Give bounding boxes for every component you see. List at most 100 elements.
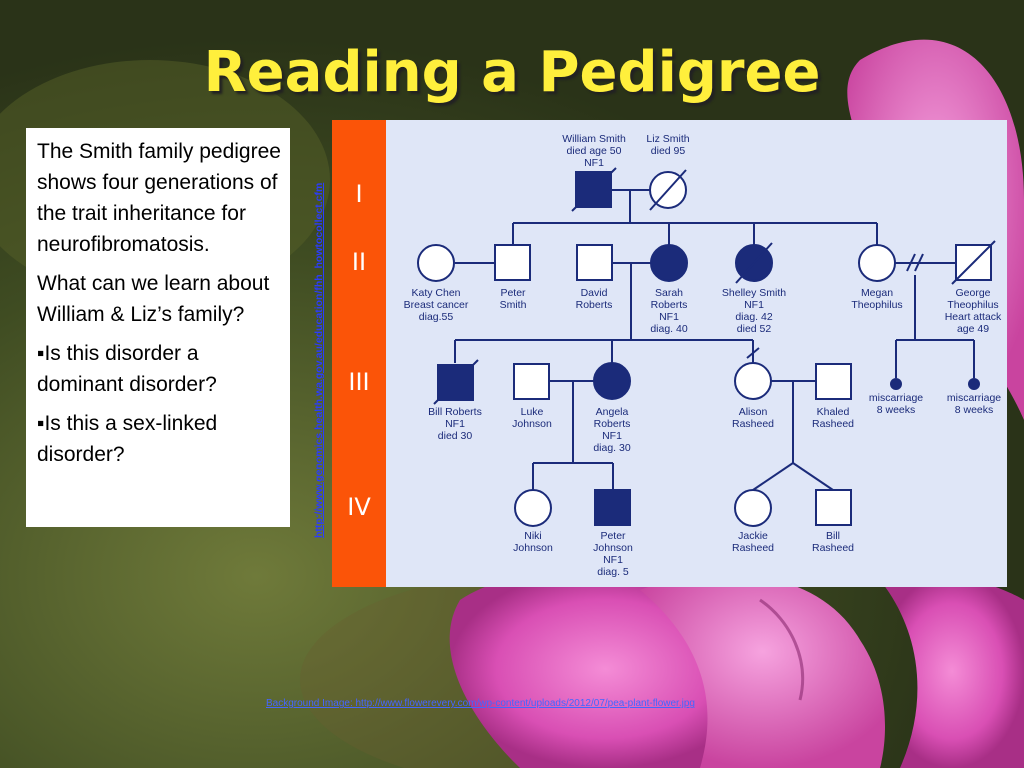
label-sarah-line-3: NF1 (659, 311, 679, 323)
label-shelley-line-3: diag. 42 (735, 311, 773, 323)
label-bill-roberts-line-2: NF1 (445, 418, 465, 430)
label-george-line-3: Heart attack (945, 311, 1002, 323)
label-angela-line-2: Roberts (594, 418, 631, 430)
label-miscarriage-2-line-1: miscarriage (947, 392, 1001, 404)
label-peter-smith-line-1: Peter (500, 287, 526, 299)
peter-smith-male (494, 244, 531, 281)
label-alison-line-1: Alison (739, 406, 768, 418)
label-alison-line-2: Rasheed (732, 418, 774, 430)
source-link-vertical[interactable]: http://www.genomics.health.wa.gov.au/edu… (313, 182, 325, 538)
label-peter-johnson-line-4: diag. 5 (597, 566, 629, 578)
label-miscarriage-2-line-2: 8 weeks (955, 404, 994, 416)
label-peter-smith-line-2: Smith (500, 299, 527, 311)
label-william-line-1: William Smith (562, 133, 626, 145)
label-niki-line-1: Niki (524, 530, 542, 542)
label-katy-line-2: Breast cancer (404, 299, 469, 311)
sarah-roberts-affected-female (650, 244, 688, 282)
label-william-line-3: NF1 (584, 157, 604, 169)
label-peter-johnson-line-3: NF1 (603, 554, 623, 566)
label-george-line-2: Theophilus (947, 299, 998, 311)
niki-johnson-female (514, 489, 552, 527)
label-khaled-line-1: Khaled (817, 406, 850, 418)
peter-johnson-affected-male (594, 489, 631, 526)
label-liz-line-2: died 95 (651, 145, 686, 157)
miscarriage-1-symbol (890, 378, 902, 390)
label-jackie-line-1: Jackie (738, 530, 768, 542)
generation-label-2: II (352, 248, 366, 276)
label-george-line-4: age 49 (957, 323, 989, 335)
label-luke-line-2: Johnson (512, 418, 552, 430)
label-khaled-line-2: Rasheed (812, 418, 854, 430)
katy-chen-female (417, 244, 455, 282)
bill-rasheed-male (815, 489, 852, 526)
label-sarah-line-4: diag. 40 (650, 323, 688, 335)
label-jackie-line-2: Rasheed (732, 542, 774, 554)
intro-paragraph: The Smith family pedigree shows four gen… (37, 140, 281, 256)
david-roberts-male (576, 244, 613, 281)
generation-label-3: III (348, 368, 369, 396)
label-bill-rasheed-line-2: Rasheed (812, 542, 854, 554)
label-bill-rasheed-line-1: Bill (826, 530, 840, 542)
label-katy-line-1: Katy Chen (411, 287, 460, 299)
megan-theophilus-female (858, 244, 896, 282)
label-angela-line-4: diag. 30 (593, 442, 631, 454)
label-luke-line-1: Luke (521, 406, 544, 418)
pedigree-diagram: I II III IV (332, 120, 1007, 587)
label-peter-johnson-line-1: Peter (600, 530, 626, 542)
question-paragraph: What can we learn about William & Liz’s … (37, 272, 270, 326)
alison-rasheed-female (734, 362, 772, 400)
label-angela-line-1: Angela (596, 406, 629, 418)
label-megan-line-2: Theophilus (851, 299, 902, 311)
label-miscarriage-1-line-1: miscarriage (869, 392, 923, 404)
label-david-line-2: Roberts (576, 299, 613, 311)
angela-roberts-affected-female (593, 362, 631, 400)
label-katy-line-3: diag.55 (419, 311, 454, 323)
question-text-box: The Smith family pedigree shows four gen… (26, 128, 290, 527)
label-liz-line-1: Liz Smith (646, 133, 689, 145)
label-niki-line-2: Johnson (513, 542, 553, 554)
relationship-lines (454, 189, 975, 491)
jackie-rasheed-female (734, 489, 772, 527)
label-sarah-line-2: Roberts (651, 299, 688, 311)
bullet-dominant: ▪Is this disorder a dominant disorder? (37, 342, 217, 396)
label-david-line-1: David (581, 287, 608, 299)
label-shelley-line-4: died 52 (737, 323, 772, 335)
label-miscarriage-1-line-2: 8 weeks (877, 404, 916, 416)
luke-johnson-male (513, 363, 550, 400)
generation-label-1: I (355, 180, 362, 208)
label-bill-roberts-line-1: Bill Roberts (428, 406, 482, 418)
generation-bar (332, 120, 386, 587)
label-william-line-2: died age 50 (567, 145, 622, 157)
label-george-line-1: George (955, 287, 990, 299)
label-bill-roberts-line-3: died 30 (438, 430, 473, 442)
label-shelley-line-2: NF1 (744, 299, 764, 311)
generation-label-4: IV (347, 493, 371, 521)
label-sarah-line-1: Sarah (655, 287, 683, 299)
background-image-credit-link[interactable]: Background Image: http://www.flowerevery… (266, 698, 695, 709)
bullet-sex-linked: ▪Is this a sex-linked disorder? (37, 412, 218, 466)
label-peter-johnson-line-2: Johnson (593, 542, 633, 554)
label-megan-line-1: Megan (861, 287, 893, 299)
slide-title: Reading a Pedigree (203, 40, 821, 105)
khaled-rasheed-male (815, 363, 852, 400)
